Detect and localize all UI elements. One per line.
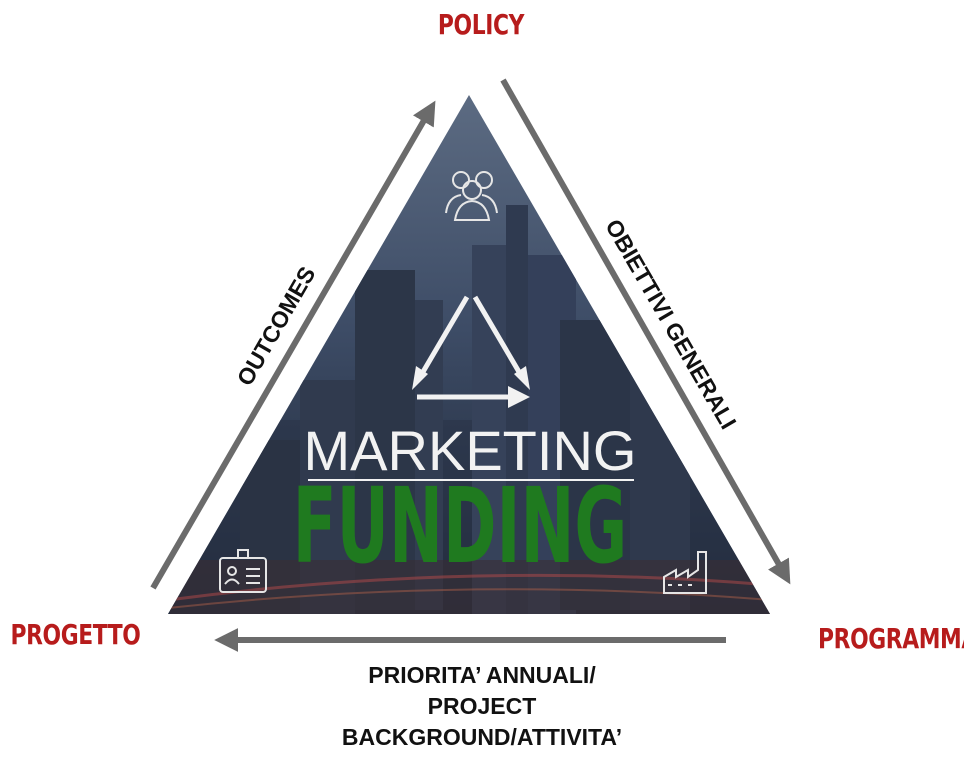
factory-icon <box>663 551 707 594</box>
vertex-label-progetto: PROGETTO <box>10 618 141 651</box>
arrow-policy-to-programma <box>500 78 791 585</box>
arrow-progetto-to-policy <box>150 100 436 590</box>
center-title: MARKETING <box>304 419 637 482</box>
edge-label-bottom-line-1: PRIORITA’ ANNUALI/ <box>368 662 596 688</box>
center-subtitle: FUNDING <box>293 467 628 587</box>
vertex-label-programma: PROGRAMMA <box>818 622 964 655</box>
edge-label-bottom-line-3: BACKGROUND/ATTIVITA’ <box>341 724 623 750</box>
edge-label-bottom-line-2: PROJECT <box>427 693 537 719</box>
edge-label-bottom: PRIORITA’ ANNUALI/ PROJECT BACKGROUND/AT… <box>282 660 682 753</box>
people-group-icon <box>445 171 498 221</box>
vertex-label-policy: POLICY <box>437 8 525 41</box>
cycle-arrows-icon <box>412 295 530 408</box>
id-badge-icon <box>219 549 267 593</box>
